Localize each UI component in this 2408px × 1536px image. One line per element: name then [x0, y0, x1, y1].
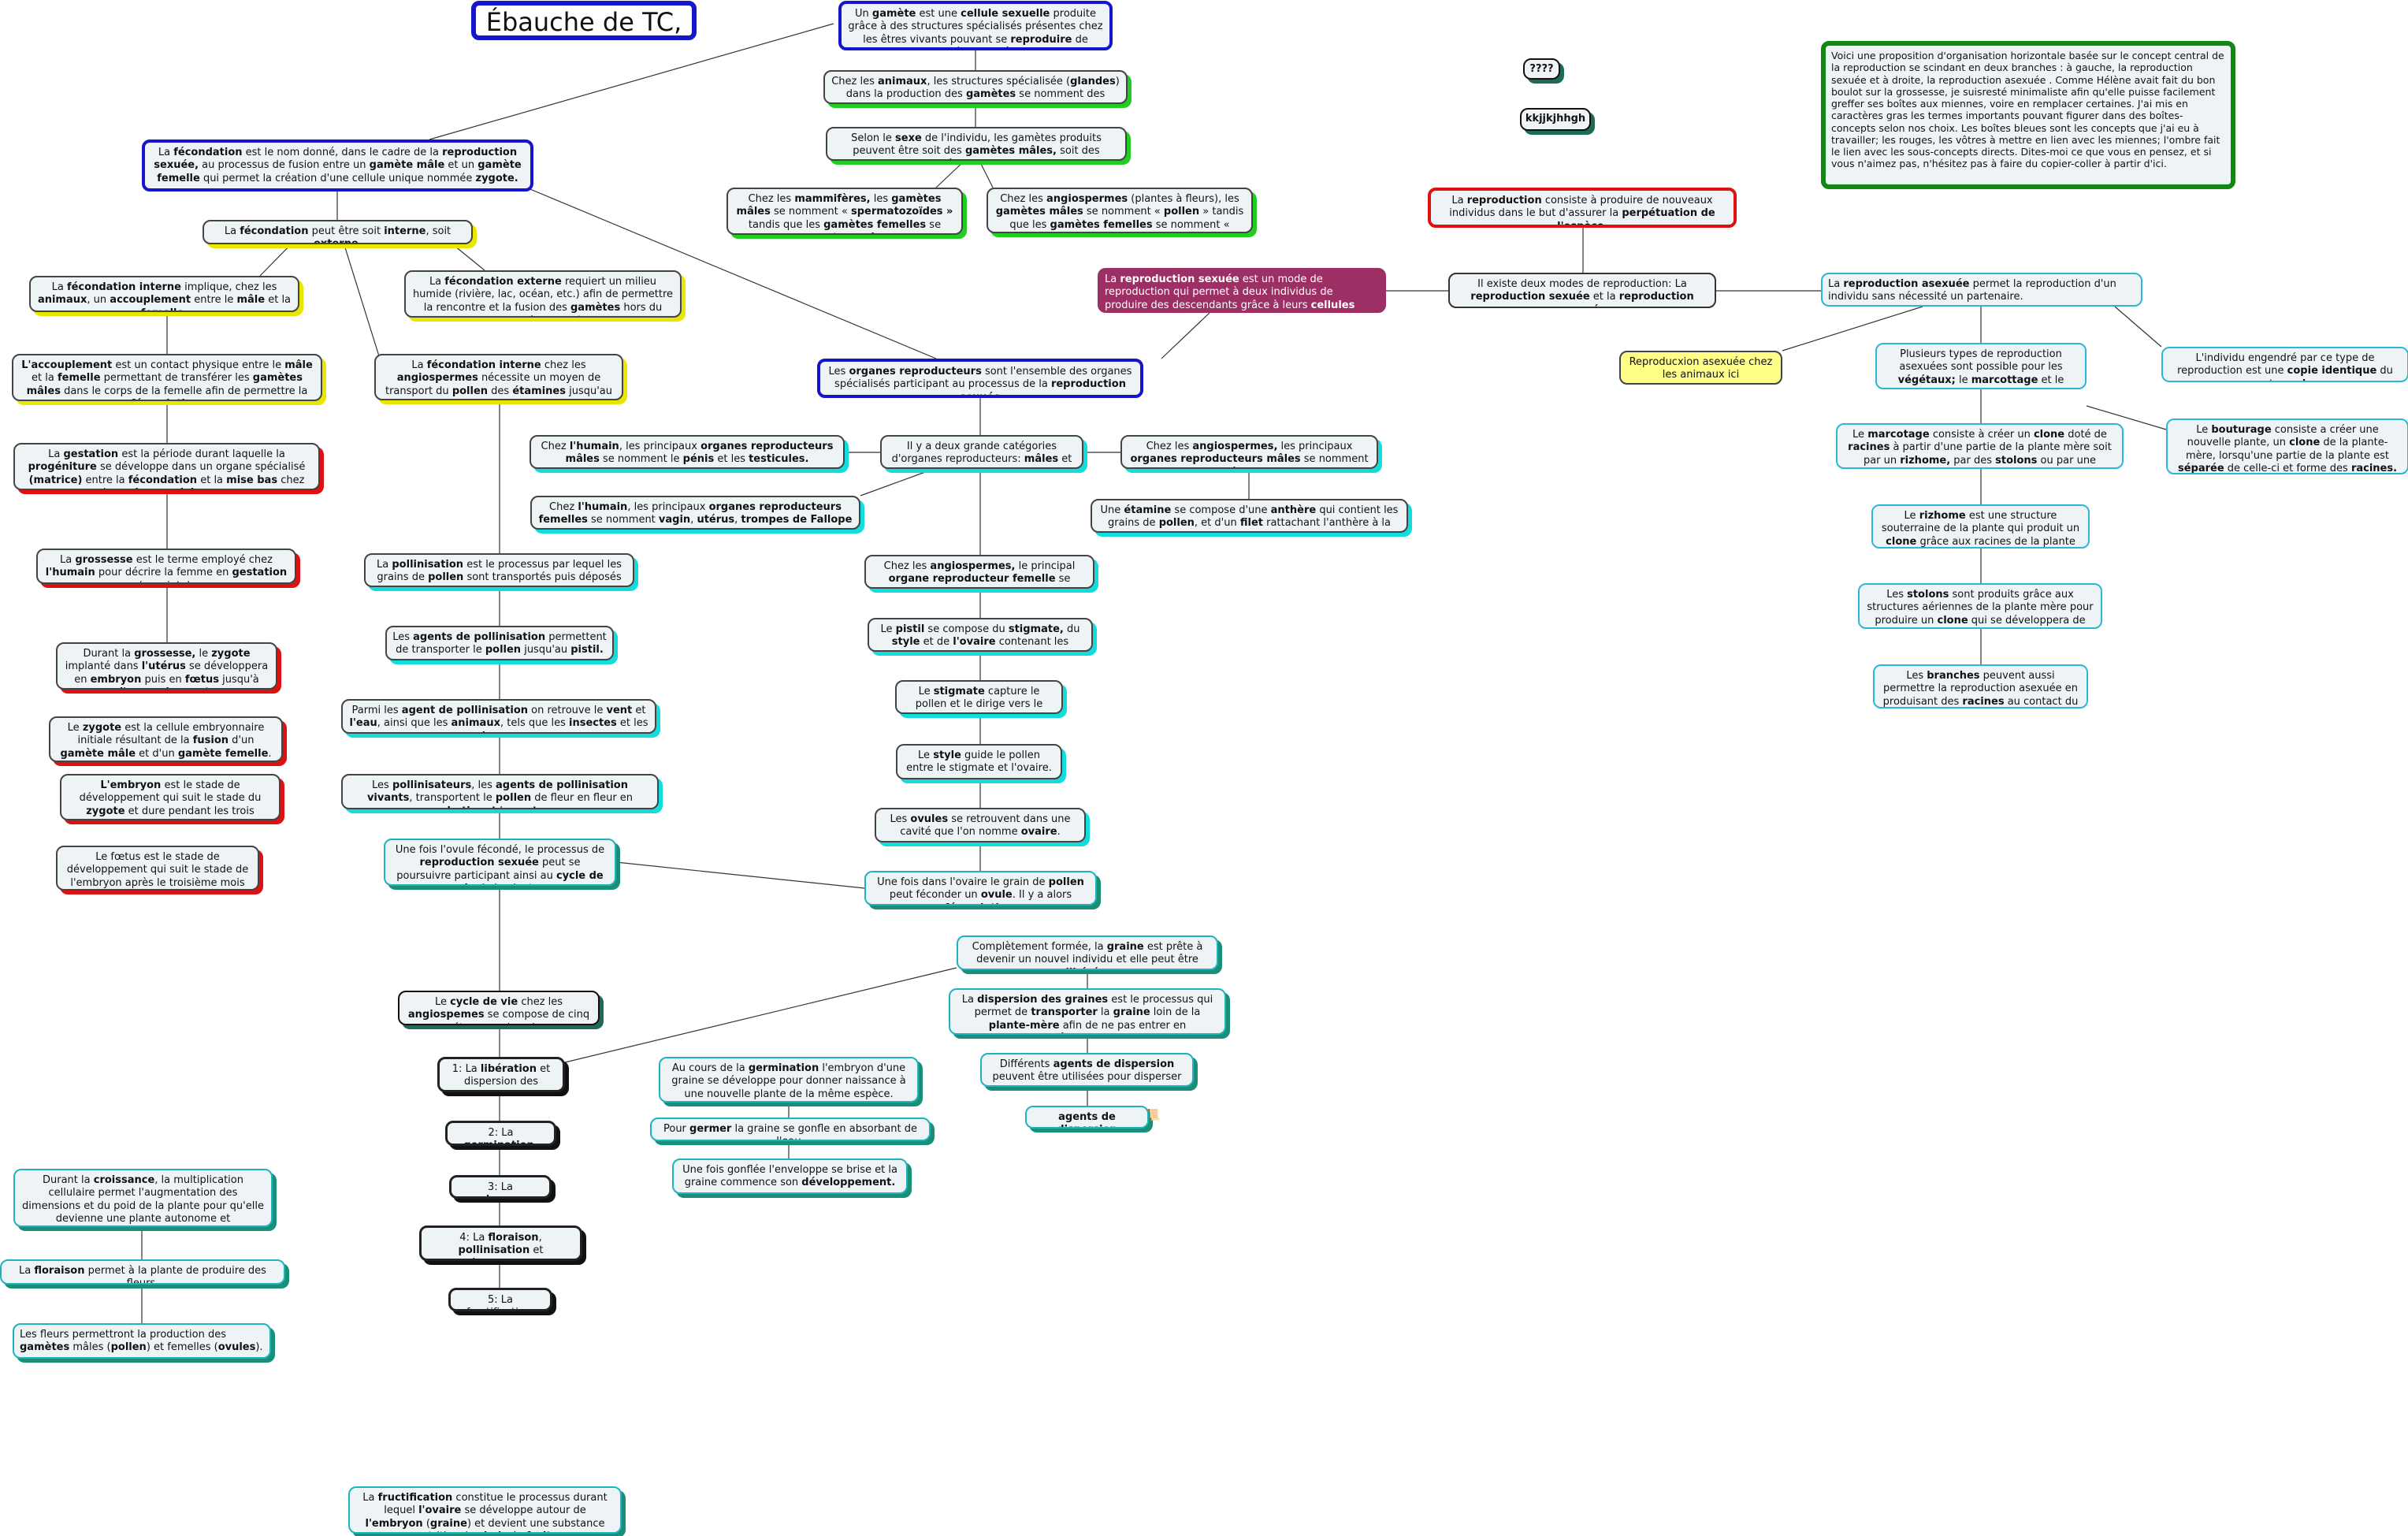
node-fecondation[interactable]: La fécondation est le nom donné, dans le…: [142, 139, 533, 192]
note-box: Voici une proposition d'organisation hor…: [1821, 41, 2235, 189]
node-deux-categories[interactable]: Il y a deux grande catégories d'organes …: [880, 435, 1083, 469]
node-agents-disp-label[interactable]: agents de dispersion: [1025, 1106, 1149, 1129]
node-cycle-vie[interactable]: Le cycle de vie chez les angiospemes se …: [398, 991, 600, 1025]
node-individu-copie[interactable]: L'individu engendré par ce type de repro…: [2161, 347, 2408, 382]
node-agents-pollin[interactable]: Les agents de pollinisation permettent d…: [385, 626, 614, 660]
connector-line: [564, 967, 957, 1063]
node-pollinisation[interactable]: La pollinisation est le processus par le…: [364, 553, 634, 587]
node-organes[interactable]: Les organes reproducteurs sont l'ensembl…: [817, 359, 1143, 398]
connector-line: [340, 232, 381, 359]
node-germination[interactable]: Au cours de la germination l'embryon d'u…: [659, 1057, 919, 1103]
connector-line: [860, 468, 935, 497]
connector-line: [2114, 306, 2162, 348]
connector-line: [2086, 405, 2167, 430]
node-style[interactable]: Le style guide le pollen entre le stigma…: [896, 744, 1062, 779]
node-fec-externe[interactable]: La fécondation externe requiert un milie…: [404, 270, 682, 318]
node-mammiferes[interactable]: Chez les mammifères, les gamètes mâles s…: [726, 188, 963, 235]
node-fructification[interactable]: La fructification constitue le processus…: [348, 1486, 622, 1534]
node-grossesse[interactable]: La grossesse est le terme employé chez l…: [36, 549, 296, 584]
node-question[interactable]: ????: [1523, 58, 1560, 80]
node-agent-vent[interactable]: Parmi les agent de pollinisation on retr…: [341, 699, 656, 734]
page-title: Ébauche de TC, JH v3: [471, 1, 697, 40]
node-sexe[interactable]: Selon le sexe de l'individu, les gamètes…: [826, 127, 1127, 161]
node-reproduction[interactable]: La reproduction consiste à produire de n…: [1428, 188, 1737, 228]
node-humain-femelles[interactable]: Chez l'humain, les principaux organes re…: [530, 496, 860, 530]
connector-line: [1161, 312, 1210, 359]
connector-line: [429, 23, 834, 140]
node-germer[interactable]: Pour germer la graine se gonfle en absor…: [650, 1118, 931, 1141]
node-angio-gametes[interactable]: Chez les angiospermes (plantes à fleurs)…: [987, 188, 1253, 233]
node-gamete[interactable]: Un gamète est une cellule sexuelle produ…: [838, 1, 1113, 50]
node-etape5[interactable]: 5: La fructification.: [448, 1288, 552, 1311]
node-etape3[interactable]: 3: La croissance.: [449, 1175, 552, 1199]
node-dispersion[interactable]: La dispersion des graines est le process…: [949, 988, 1226, 1035]
node-bouturage[interactable]: Le bouturage consiste a créer une nouvel…: [2166, 418, 2408, 474]
node-repro-asexuee[interactable]: La reproduction asexuée permet la reprod…: [1821, 273, 2142, 307]
node-kkjj[interactable]: kkjjkjhhgh: [1520, 108, 1591, 131]
node-pollinisateurs[interactable]: Les pollinisateurs, les agents de pollin…: [341, 774, 659, 809]
node-accouplement[interactable]: L'accouplement est un contact physique e…: [12, 354, 322, 401]
node-ovaire-pollen[interactable]: Une fois dans l'ovaire le grain de polle…: [864, 871, 1097, 906]
node-foetus[interactable]: Le fœtus est le stade de développement q…: [56, 846, 259, 891]
connector-line: [1782, 306, 1923, 351]
node-deux-modes[interactable]: Il existe deux modes de reproduction: La…: [1448, 273, 1716, 308]
connector-line: [979, 160, 994, 188]
node-stolons[interactable]: Les stolons sont produits grâce aux stru…: [1858, 583, 2102, 629]
node-ovules[interactable]: Les ovules se retrouvent dans une cavité…: [875, 808, 1086, 842]
node-pistil[interactable]: Le pistil se compose du stigmate, du sty…: [868, 618, 1093, 652]
node-types-asex[interactable]: Plusieurs types de reproduction asexuées…: [1875, 343, 2087, 389]
node-agents-dispersion[interactable]: Différents agents de dispersion peuvent …: [980, 1053, 1194, 1087]
node-enveloppe[interactable]: Une fois gonflée l'enveloppe se brise et…: [672, 1159, 908, 1194]
node-graine-prete[interactable]: Complètement formée, la graine est prête…: [957, 935, 1218, 970]
node-stigmate[interactable]: Le stigmate capture le pollen et le diri…: [895, 680, 1063, 714]
node-fec-int-ext[interactable]: La fécondation peut être soit interne, s…: [203, 220, 473, 244]
node-angio-femelle[interactable]: Chez les angiospermes, le principal orga…: [864, 555, 1094, 589]
node-croissance[interactable]: Durant la croissance, la multiplication …: [13, 1169, 273, 1227]
node-repro-sexuee[interactable]: La reproduction sexuée est un mode de re…: [1098, 268, 1386, 313]
node-durant-grossesse[interactable]: Durant la grossesse, le zygote implanté …: [56, 642, 277, 690]
connector-line: [935, 160, 965, 188]
node-embryon[interactable]: L'embryon est le stade de développement …: [60, 774, 281, 820]
node-humain-males[interactable]: Chez l'humain, les principaux organes re…: [530, 435, 845, 469]
node-angio-males[interactable]: Chez les angiospermes, les principaux or…: [1120, 435, 1378, 469]
connector-line: [526, 187, 937, 359]
scroll-icon[interactable]: 📜: [1146, 1109, 1161, 1121]
node-animaux-glandes[interactable]: Chez les animaux, les structures spécial…: [823, 70, 1128, 104]
node-fec-interne[interactable]: La fécondation interne implique, chez le…: [29, 276, 299, 312]
node-fec-int-angio[interactable]: La fécondation interne chez les angiospe…: [374, 354, 623, 400]
node-etape2[interactable]: 2: La germination.: [445, 1121, 556, 1146]
node-gestation[interactable]: La gestation est la période durant laque…: [13, 443, 320, 490]
node-zygote[interactable]: Le zygote est la cellule embryonnaire in…: [49, 716, 283, 762]
node-etamine[interactable]: Une étamine se compose d'une anthère qui…: [1091, 499, 1408, 533]
node-floraison[interactable]: La floraison permet à la plante de produ…: [0, 1259, 285, 1285]
node-etape1[interactable]: 1: La libération et dispersion des grain…: [437, 1057, 565, 1092]
node-repro-asex-ici[interactable]: Reproducxion asexuée chez les animaux ic…: [1619, 351, 1782, 385]
node-fleurs[interactable]: Les fleurs permettront la production des…: [13, 1323, 271, 1359]
node-etape4[interactable]: 4: La floraison, pollinisation et fécond…: [419, 1225, 582, 1261]
node-marcotage[interactable]: Le marcotage consiste à créer un clone d…: [1836, 423, 2124, 469]
node-ovule-feconde[interactable]: Une fois l'ovule fécondé, le processus d…: [384, 839, 616, 886]
node-branches[interactable]: Les branches peuvent aussi permettre la …: [1873, 664, 2088, 708]
node-rizhome[interactable]: Le rizhome est une structure souterraine…: [1871, 504, 2090, 549]
connector-line: [615, 861, 865, 889]
